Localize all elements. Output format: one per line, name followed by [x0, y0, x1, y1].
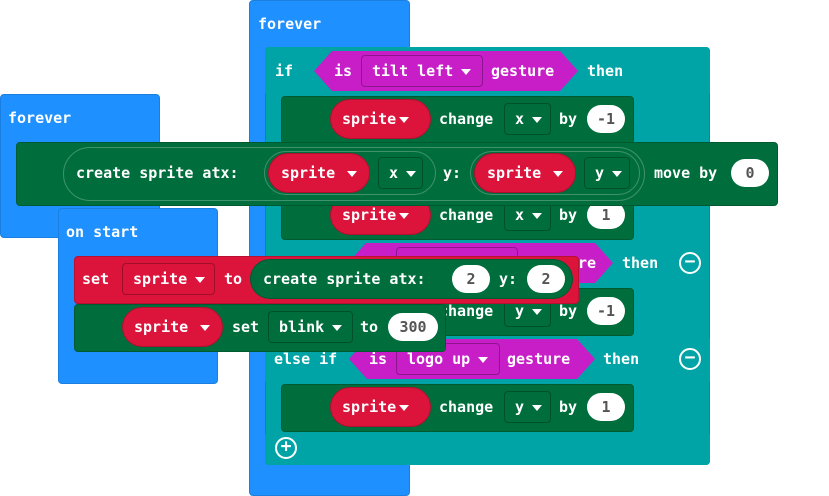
- chevron-down-icon: [532, 212, 543, 219]
- property-dropdown-value: x: [515, 110, 525, 128]
- gesture-label: gesture: [491, 62, 555, 80]
- sprite-y-reporter[interactable]: [470, 151, 640, 195]
- then-label: then: [587, 62, 624, 80]
- chevron-down-icon: [195, 276, 206, 283]
- to-label: to: [360, 318, 379, 336]
- chevron-down-icon: [200, 325, 210, 331]
- y-label: y:: [443, 164, 462, 182]
- to-label: to: [224, 270, 243, 288]
- number-input[interactable]: 300: [388, 313, 438, 341]
- gesture-condition-tilt-left[interactable]: [314, 51, 578, 91]
- change-label: change: [439, 206, 494, 224]
- on-start-label: on start: [66, 223, 139, 241]
- change-label: change: [439, 398, 494, 416]
- by-label: by: [559, 398, 578, 416]
- number-input[interactable]: 1: [587, 393, 625, 421]
- number-input[interactable]: 2: [527, 265, 565, 293]
- property-dropdown-y[interactable]: y: [504, 391, 551, 423]
- chevron-down-icon: [406, 170, 417, 177]
- sprite-variable-label: sprite: [342, 206, 397, 224]
- property-dropdown-x[interactable]: x: [504, 103, 551, 135]
- remove-branch-icon[interactable]: −: [679, 252, 701, 274]
- property-dropdown-value: y: [515, 302, 525, 320]
- chevron-down-icon: [532, 308, 543, 315]
- create-sprite-label: create sprite atx:: [76, 164, 239, 182]
- set-label: set: [232, 318, 260, 336]
- sprite-variable-label: sprite: [342, 398, 397, 416]
- sprite-variable-label: sprite: [487, 164, 542, 182]
- gesture-dropdown-tilt-left[interactable]: tilt left: [361, 55, 483, 87]
- gesture-label: gesture: [507, 350, 571, 368]
- property-dropdown-y[interactable]: y: [584, 157, 630, 189]
- gesture-partial-label: re: [578, 254, 597, 272]
- variable-dropdown-sprite[interactable]: sprite: [122, 263, 215, 295]
- remove-branch-icon[interactable]: −: [679, 348, 701, 370]
- change-label: change: [439, 302, 494, 320]
- create-sprite-label: create sprite atx:: [263, 270, 426, 288]
- number-input[interactable]: 2: [452, 265, 490, 293]
- move-by-label: move by: [654, 164, 718, 182]
- y-label: y:: [499, 270, 518, 288]
- add-branch-icon[interactable]: +: [275, 437, 297, 459]
- variable-dropdown-value: sprite: [133, 270, 188, 288]
- create-sprite-reporter[interactable]: [250, 259, 573, 299]
- is-label: is: [369, 350, 388, 368]
- chevron-down-icon: [478, 356, 489, 363]
- number-input[interactable]: -1: [587, 297, 625, 325]
- chevron-down-icon: [347, 171, 357, 177]
- sprite-variable-label: sprite: [134, 318, 189, 336]
- else-if-label: else if: [274, 350, 338, 368]
- change-label: change: [439, 110, 494, 128]
- property-dropdown-value: y: [595, 164, 605, 182]
- chevron-down-icon: [461, 68, 472, 75]
- forever-label: forever: [8, 109, 72, 127]
- gesture-dropdown-logo-up[interactable]: logo up: [396, 343, 500, 375]
- property-dropdown-value: y: [515, 398, 525, 416]
- sprite-variable-label: sprite: [342, 110, 397, 128]
- sprite-x-reporter[interactable]: [264, 151, 436, 195]
- move-by-block[interactable]: [16, 142, 778, 206]
- by-label: by: [559, 110, 578, 128]
- property-dropdown-x[interactable]: x: [378, 157, 423, 189]
- number-input[interactable]: 0: [731, 159, 769, 187]
- gesture-dropdown-value: logo up: [407, 350, 471, 368]
- sprite-variable[interactable]: [330, 99, 431, 139]
- sprite-variable[interactable]: [330, 387, 431, 427]
- chevron-down-icon: [399, 117, 409, 123]
- if-label: if: [275, 62, 294, 80]
- by-label: by: [559, 206, 578, 224]
- then-label: then: [603, 350, 640, 368]
- sprite-variable-label: sprite: [281, 164, 336, 182]
- property-dropdown-value: x: [389, 164, 399, 182]
- chevron-down-icon: [553, 171, 563, 177]
- chevron-down-icon: [332, 324, 343, 331]
- create-sprite-reporter[interactable]: [63, 147, 645, 201]
- chevron-down-icon: [399, 405, 409, 411]
- property-dropdown-value: blink: [279, 318, 325, 336]
- chevron-down-icon: [532, 116, 543, 123]
- number-input[interactable]: -1: [587, 105, 625, 133]
- property-dropdown-value: x: [515, 206, 525, 224]
- forever-label: forever: [258, 15, 322, 33]
- set-label: set: [82, 270, 110, 288]
- then-label: then: [622, 254, 659, 272]
- chevron-down-icon: [612, 170, 623, 177]
- gesture-dropdown-value: tilt left: [372, 62, 454, 80]
- if-footer: [265, 432, 710, 465]
- is-label: is: [334, 62, 353, 80]
- property-dropdown-blink[interactable]: blink: [268, 311, 353, 343]
- chevron-down-icon: [532, 404, 543, 411]
- chevron-down-icon: [399, 213, 409, 219]
- by-label: by: [559, 302, 578, 320]
